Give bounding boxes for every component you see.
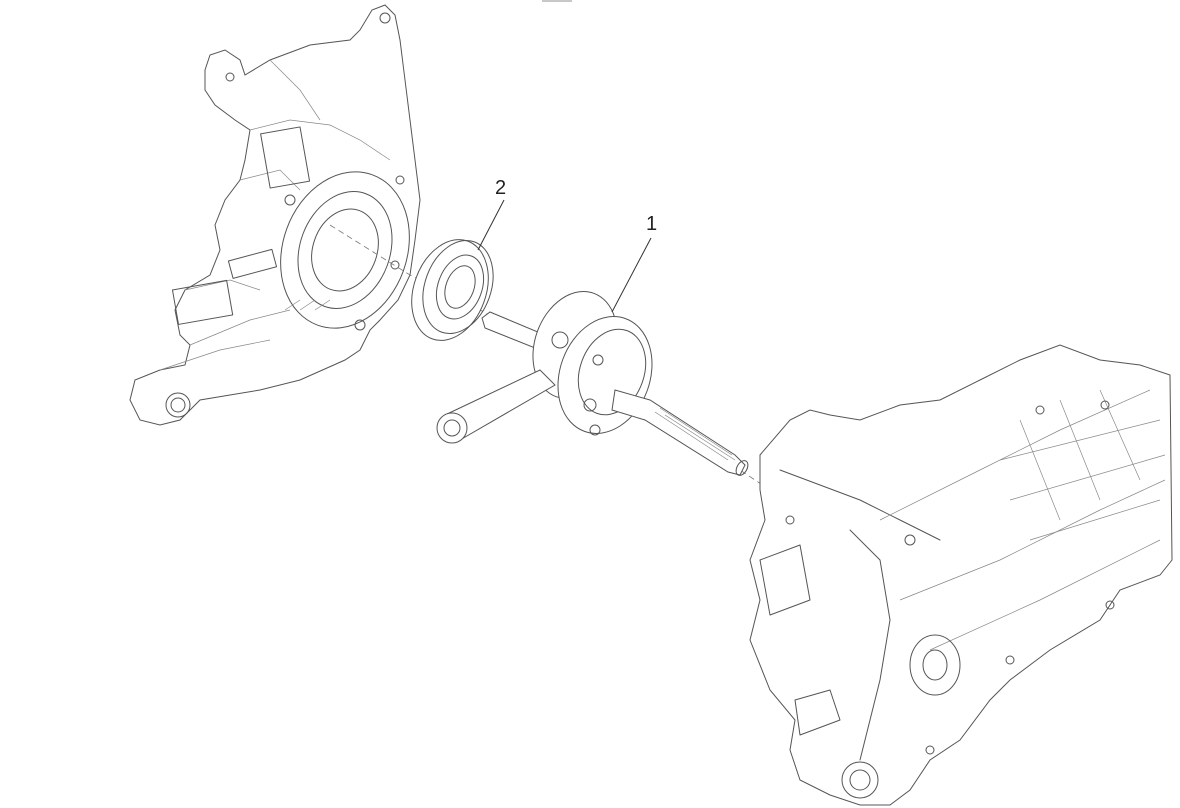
callout-label-1: 1 (646, 213, 658, 235)
bearing (411, 239, 494, 341)
right-crankcase (749, 344, 1173, 806)
left-crankcase (129, 4, 421, 426)
callout-label-2: 2 (495, 177, 507, 199)
callout-1-leader (611, 237, 652, 313)
crankshaft-assembly (436, 291, 749, 476)
top-edge-marker (542, 0, 572, 2)
callout-2-leader (477, 199, 505, 251)
